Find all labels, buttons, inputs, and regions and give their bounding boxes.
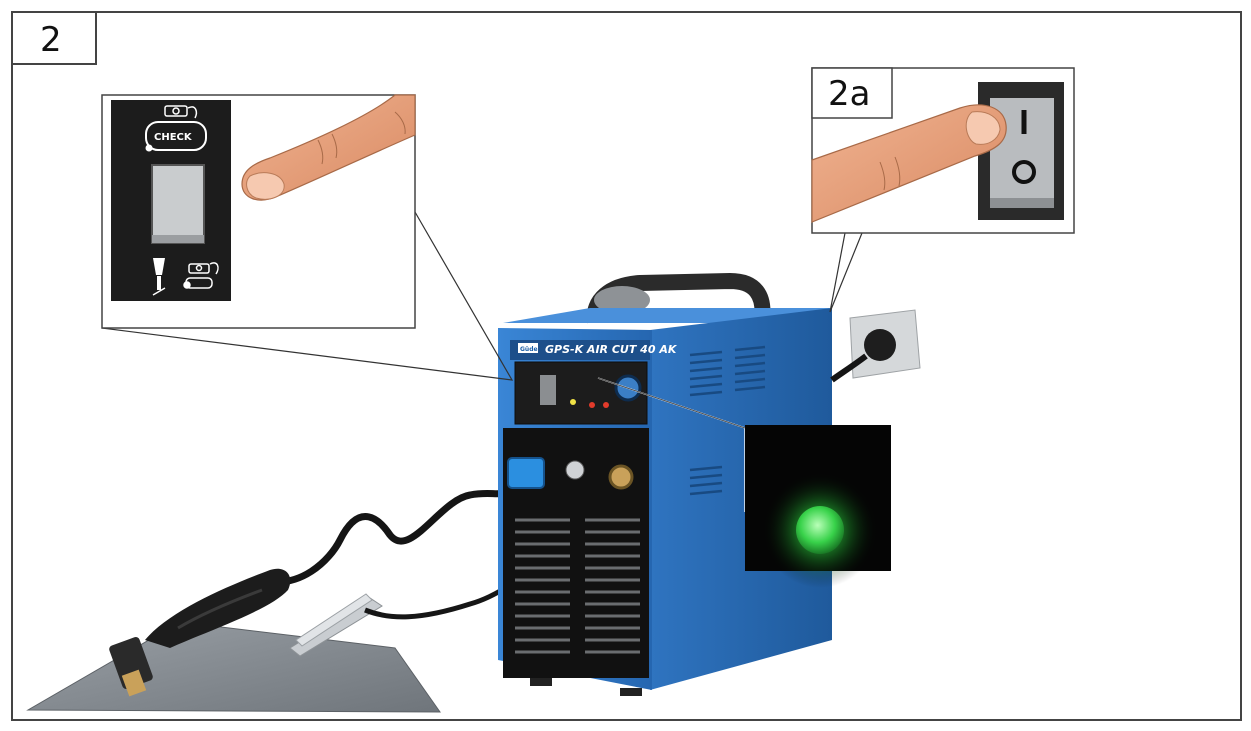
green-indicator-light-icon [796, 506, 844, 554]
plasma-cutter-machine: Güde GPS-K AIR CUT 40 AK [498, 272, 832, 696]
wall-socket [830, 309, 921, 383]
callout-2a-pointer [829, 232, 863, 313]
check-button [145, 121, 207, 151]
compressor-icon [164, 105, 198, 119]
torch-icon [152, 258, 166, 296]
check-rocker-switch [151, 164, 205, 244]
pointing-finger-icon [811, 104, 1007, 223]
step-number: 2 [40, 20, 62, 60]
callout-check-panel: CHECK [101, 94, 416, 329]
torch-cable [261, 482, 518, 586]
plasma-torch [109, 568, 291, 697]
torch-connector [507, 457, 545, 489]
switch-off-symbol-icon [1012, 160, 1036, 184]
power-plug-icon [864, 329, 896, 361]
compressor-icon-small [183, 262, 219, 289]
step-number-box: 2 [11, 11, 97, 65]
machine-logo: Güde [520, 346, 538, 353]
callout-power-switch: 2a [811, 67, 1075, 234]
machine-model-label: GPS-K AIR CUT 40 AK [545, 343, 678, 356]
check-label: CHECK [154, 132, 193, 143]
pointing-finger-icon-left [241, 94, 416, 201]
substep-number: 2a [828, 74, 870, 114]
callout-panel-pointer [101, 211, 514, 381]
callout-indicator-light [745, 425, 891, 588]
